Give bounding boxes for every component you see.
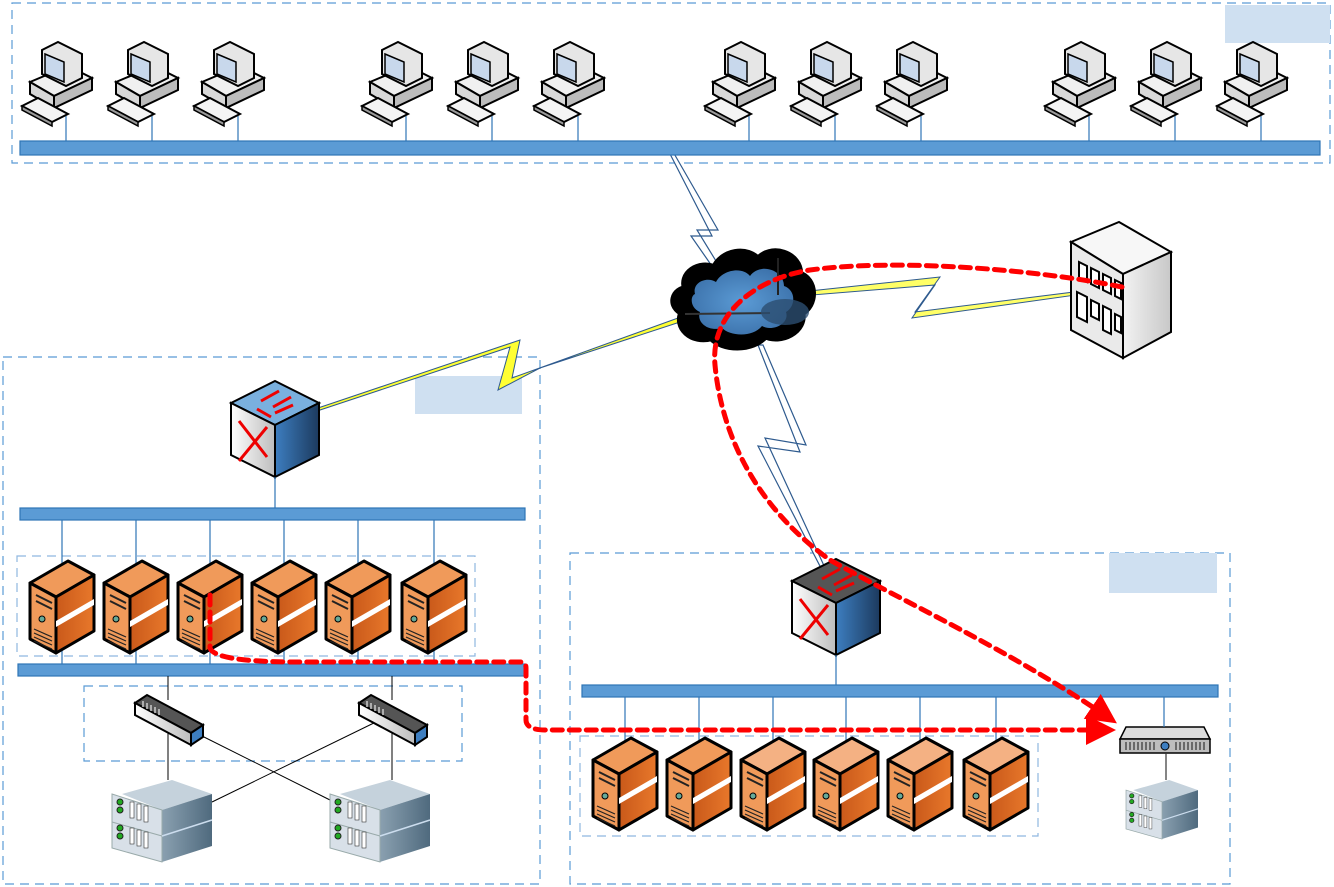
server-icon bbox=[665, 736, 733, 832]
server[interactable] bbox=[665, 736, 733, 832]
workstation[interactable] bbox=[1214, 40, 1290, 128]
storage-icon bbox=[329, 780, 431, 863]
data-path-building-to-gateway bbox=[712, 262, 1125, 724]
workstation-icon bbox=[19, 40, 95, 128]
zone-clients bbox=[11, 2, 1331, 164]
storage-gateway[interactable] bbox=[1118, 726, 1212, 754]
workstation-icon bbox=[1214, 40, 1290, 128]
workstation[interactable] bbox=[788, 40, 864, 128]
fc-switch-1[interactable] bbox=[133, 693, 205, 747]
server[interactable] bbox=[400, 559, 468, 655]
storage-array[interactable] bbox=[111, 780, 213, 863]
data-path-server-to-gateway bbox=[207, 592, 1116, 745]
link-cloud-site-b bbox=[756, 344, 827, 571]
storage-icon bbox=[1125, 780, 1199, 840]
server-icon bbox=[739, 736, 807, 832]
workstation-icon bbox=[531, 40, 607, 128]
wan-links bbox=[317, 149, 1091, 571]
gateway-icon bbox=[1118, 726, 1212, 754]
site-a-server-group bbox=[16, 555, 476, 657]
server[interactable] bbox=[28, 559, 96, 655]
link-cloud-building bbox=[799, 276, 1091, 319]
server-icon bbox=[324, 559, 392, 655]
server-icon bbox=[962, 736, 1030, 832]
router-site-a[interactable] bbox=[228, 379, 322, 479]
workstation[interactable] bbox=[191, 40, 267, 128]
workstation[interactable] bbox=[1128, 40, 1204, 128]
workstation[interactable] bbox=[531, 40, 607, 128]
workstation-icon bbox=[445, 40, 521, 128]
storage-array[interactable] bbox=[329, 780, 431, 863]
server-icon bbox=[591, 736, 659, 832]
server[interactable] bbox=[102, 559, 170, 655]
server-icon bbox=[28, 559, 96, 655]
bus-clients bbox=[19, 140, 1321, 156]
router-site-b[interactable] bbox=[789, 557, 883, 657]
server-icon bbox=[176, 559, 244, 655]
workstation[interactable] bbox=[702, 40, 778, 128]
server-icon bbox=[886, 736, 954, 832]
switch-icon bbox=[357, 693, 429, 747]
bus-site-a-top bbox=[19, 507, 526, 521]
server-icon bbox=[400, 559, 468, 655]
server[interactable] bbox=[250, 559, 318, 655]
zone-site-b bbox=[569, 552, 1231, 885]
zone-site-b-label-box bbox=[1109, 553, 1217, 593]
server[interactable] bbox=[176, 559, 244, 655]
bus-site-b bbox=[581, 684, 1219, 698]
workstation-icon bbox=[874, 40, 950, 128]
server[interactable] bbox=[739, 736, 807, 832]
workstation-icon bbox=[702, 40, 778, 128]
server-icon bbox=[812, 736, 880, 832]
server[interactable] bbox=[886, 736, 954, 832]
building-icon bbox=[1068, 220, 1174, 360]
workstation[interactable] bbox=[105, 40, 181, 128]
remote-building[interactable] bbox=[1068, 220, 1174, 360]
workstation-icon bbox=[105, 40, 181, 128]
storage-icon bbox=[111, 780, 213, 863]
switch-icon bbox=[133, 693, 205, 747]
workstation[interactable] bbox=[1042, 40, 1118, 128]
storage-array[interactable] bbox=[1125, 780, 1199, 840]
storage-arrays bbox=[111, 780, 1199, 863]
workstation[interactable] bbox=[445, 40, 521, 128]
data-paths bbox=[207, 262, 1125, 745]
server[interactable] bbox=[962, 736, 1030, 832]
workstation-icon bbox=[788, 40, 864, 128]
bus-site-a-bottom bbox=[17, 663, 526, 677]
server[interactable] bbox=[591, 736, 659, 832]
router-icon bbox=[228, 379, 322, 479]
site-a-san-group bbox=[83, 685, 463, 762]
router-icon bbox=[789, 557, 883, 657]
workstation[interactable] bbox=[874, 40, 950, 128]
wan-cloud[interactable] bbox=[670, 248, 816, 351]
site-b-server-group bbox=[579, 735, 1039, 837]
server-icon bbox=[102, 559, 170, 655]
workstation-icon bbox=[1128, 40, 1204, 128]
server[interactable] bbox=[812, 736, 880, 832]
workstation-icon bbox=[1042, 40, 1118, 128]
workstation-icon bbox=[359, 40, 435, 128]
server-icon bbox=[250, 559, 318, 655]
workstation[interactable] bbox=[359, 40, 435, 128]
cloud-icon bbox=[670, 248, 816, 351]
workstation-icon bbox=[191, 40, 267, 128]
workstation[interactable] bbox=[19, 40, 95, 128]
fc-switch-2[interactable] bbox=[357, 693, 429, 747]
zone-clients-label-box bbox=[1225, 5, 1330, 43]
workstations bbox=[19, 40, 1290, 128]
server[interactable] bbox=[324, 559, 392, 655]
servers bbox=[28, 559, 1030, 832]
